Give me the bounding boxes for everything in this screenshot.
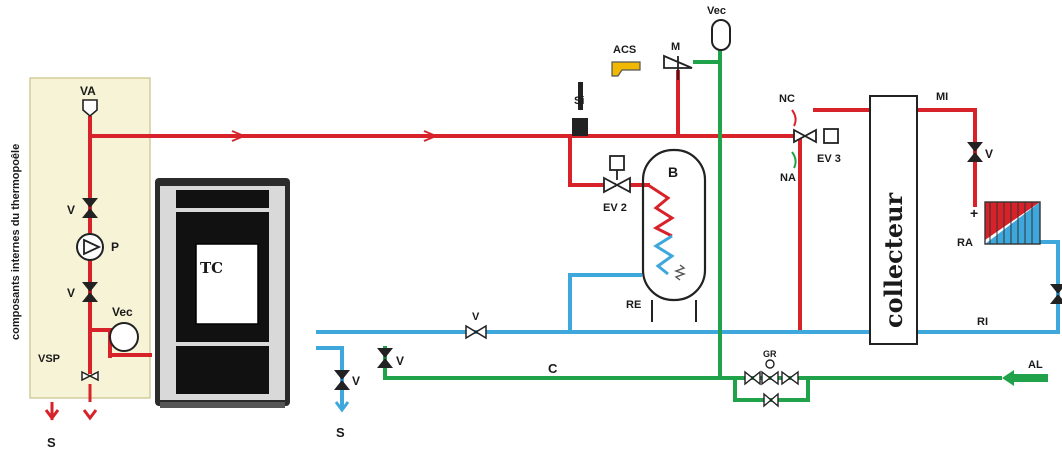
v-blue-label: V <box>472 311 480 323</box>
vec-left-label: Vec <box>112 305 133 319</box>
valve-icon <box>377 348 393 368</box>
drain-line <box>44 402 60 421</box>
flow-arrow-icon <box>231 130 247 142</box>
m-label: M <box>671 41 680 53</box>
three-way-valve-icon <box>663 54 693 80</box>
va-label: VA <box>80 84 96 98</box>
mi-label: MI <box>936 91 948 103</box>
s-left-label: S <box>47 435 56 450</box>
acs-label: ACS <box>613 44 636 56</box>
v-mid-label: V <box>67 286 75 300</box>
v-green-label: V <box>396 354 404 368</box>
si-label: Si <box>574 95 584 107</box>
ev3-valve-icon <box>793 128 817 144</box>
drain-arrow <box>334 401 350 413</box>
ri-label: RI <box>977 316 988 328</box>
v-right-label: V <box>985 147 993 161</box>
inlet-arrow-icon <box>1002 370 1048 386</box>
ev2-actuator-icon <box>609 155 625 171</box>
v-drain-label: V <box>352 374 360 388</box>
stove-tc <box>155 178 290 408</box>
al-label: AL <box>1028 359 1043 371</box>
valve-icon <box>82 282 98 302</box>
green-supply-pipe <box>383 46 1002 402</box>
tank-coil-cold <box>653 234 675 276</box>
valve-icon <box>334 370 350 390</box>
pump-arrow <box>83 238 102 256</box>
storage-tank <box>641 148 707 302</box>
gr-label: GR <box>763 349 777 359</box>
v-top-label: V <box>67 203 75 217</box>
valve-icon <box>465 324 487 340</box>
valve-icon <box>82 198 98 218</box>
vessel-top-icon <box>711 19 731 51</box>
re-label: RE <box>626 299 641 311</box>
air-vent-icon <box>82 99 98 118</box>
tank-legs <box>651 300 697 322</box>
na-arrow <box>791 151 797 169</box>
flow-arrow-icon <box>423 130 439 142</box>
ev2-valve-icon <box>603 170 631 194</box>
pressure-reducer-group <box>744 359 799 408</box>
s-drain-label: S <box>336 425 345 440</box>
valve-icon <box>967 142 983 162</box>
na-label: NA <box>780 172 796 184</box>
valve-icon <box>1050 284 1062 304</box>
vec-top-label: Vec <box>707 5 726 17</box>
resistance-icon <box>674 264 686 281</box>
shower-icon <box>611 61 641 77</box>
safety-sensor-base <box>572 118 588 136</box>
tank-label: B <box>668 164 678 180</box>
ev3-label: EV 3 <box>817 153 841 165</box>
expansion-vessel-icon <box>109 322 139 352</box>
side-panel-label: composants internes du thermopoêle <box>10 144 22 340</box>
pump-label: P <box>111 240 119 254</box>
radiator <box>984 201 1041 245</box>
ev2-label: EV 2 <box>603 202 627 214</box>
safety-valve-icon <box>81 370 99 382</box>
drain-red <box>82 384 98 421</box>
tank-coil-hot <box>647 183 675 238</box>
c-label: C <box>548 361 558 376</box>
blue-return-pipe <box>316 240 1060 410</box>
red-flow-pipe-right <box>90 108 977 358</box>
ev3-actuator-icon <box>823 128 839 144</box>
collector <box>869 95 918 345</box>
nc-arrow <box>791 109 797 127</box>
nc-label: NC <box>779 93 795 105</box>
collector-label: collecteur <box>879 192 908 328</box>
safety-sensor-icon <box>578 82 583 110</box>
ra-label: RA <box>957 237 973 249</box>
vsp-label: VSP <box>38 353 60 365</box>
stove-label: TC <box>200 259 223 277</box>
plus-label: + <box>970 205 978 221</box>
